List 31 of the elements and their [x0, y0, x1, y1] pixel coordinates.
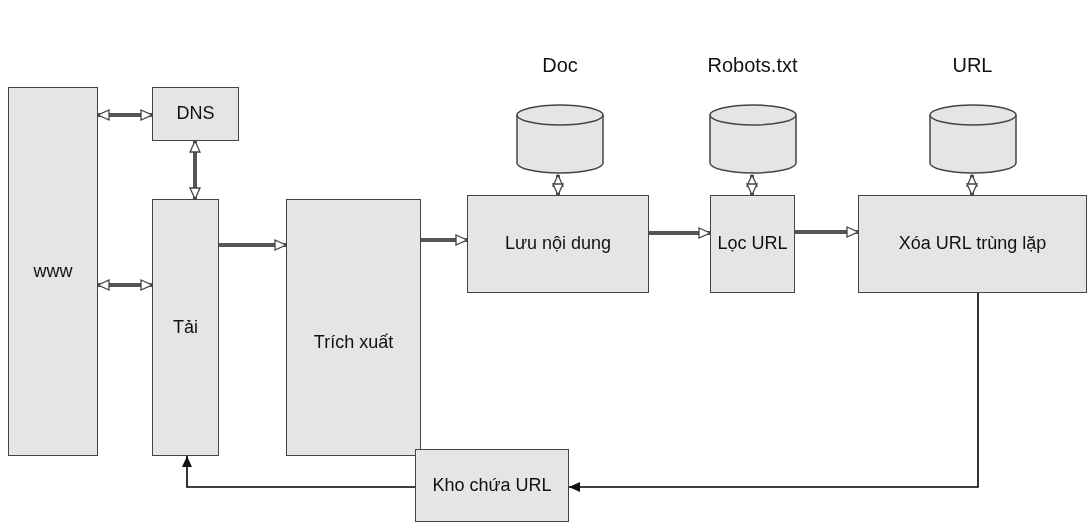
box-label: www	[32, 260, 74, 283]
box-label: Xóa URL trùng lặp	[897, 233, 1048, 255]
arrow	[568, 292, 979, 492]
arrow	[421, 234, 468, 246]
database-label: Robots.txt	[706, 53, 799, 78]
box-label: DNS	[175, 103, 216, 125]
process-box	[286, 199, 421, 456]
process-box	[8, 87, 98, 456]
process-box	[858, 195, 1087, 293]
arrow	[966, 174, 978, 196]
arrow	[552, 174, 564, 196]
arrow	[219, 239, 287, 251]
arrow	[97, 109, 153, 121]
box-label: Lưu nội dung	[503, 233, 613, 255]
box-label: Trích xuất	[312, 331, 395, 354]
box-label: Kho chứa URL	[431, 474, 553, 497]
arrow	[746, 174, 758, 196]
database-label: URL	[951, 53, 994, 78]
process-box	[710, 195, 795, 293]
arrow	[97, 279, 153, 291]
box-label: Lọc URL	[716, 233, 789, 255]
process-box	[467, 195, 649, 293]
process-box	[152, 199, 219, 456]
process-box	[415, 449, 569, 522]
arrow	[182, 455, 416, 488]
box-label: Tải	[172, 316, 199, 339]
database-label: Doc	[541, 53, 579, 78]
process-box	[152, 87, 239, 141]
arrow	[795, 226, 859, 238]
arrow	[649, 227, 711, 239]
arrow	[189, 140, 201, 200]
